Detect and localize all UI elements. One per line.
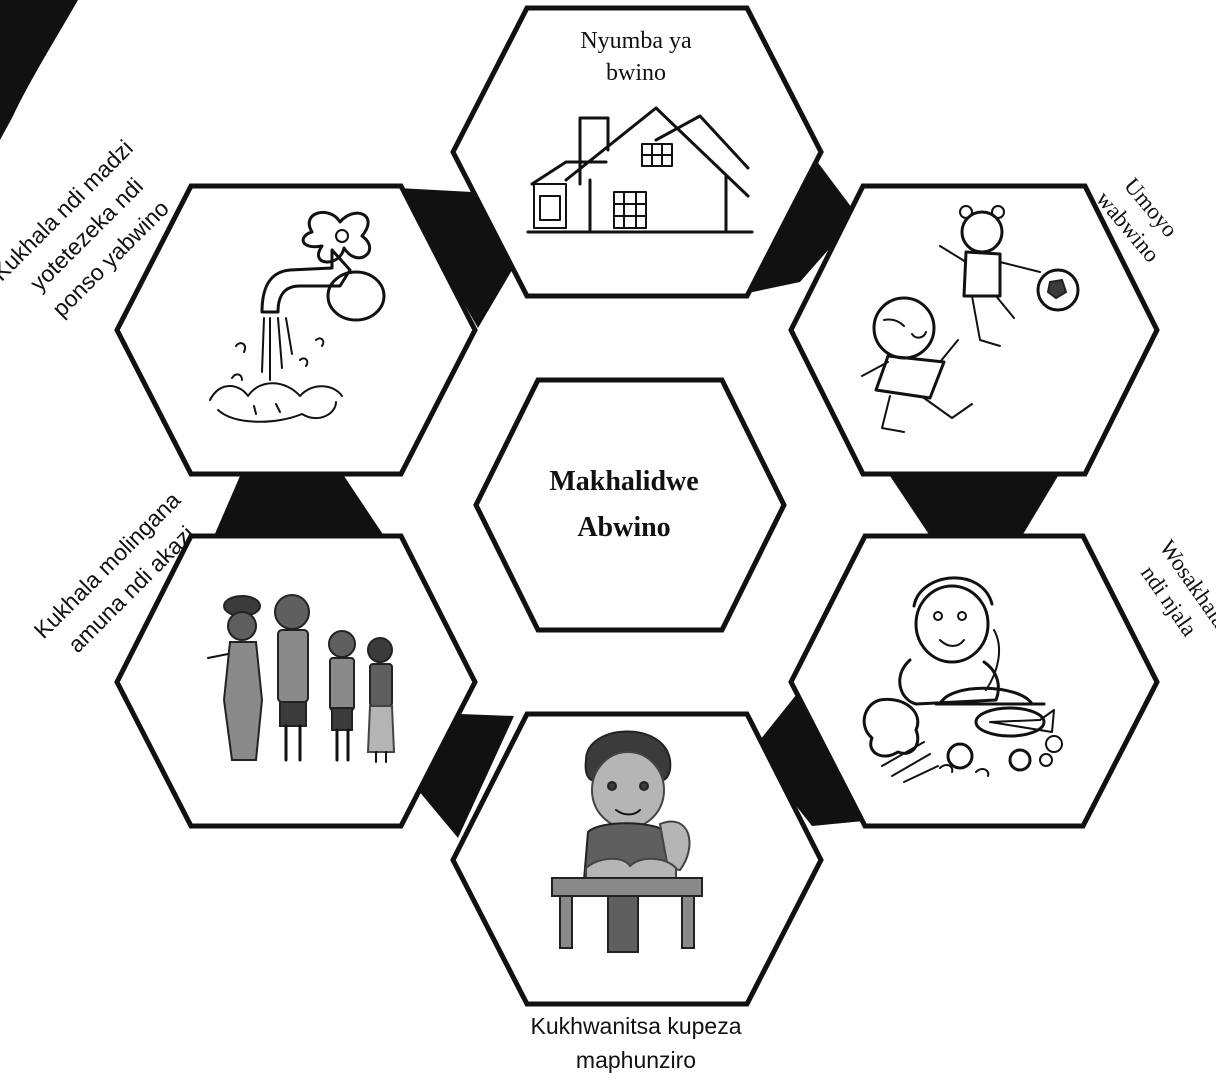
hexagon-house: [450, 5, 824, 299]
connector-food-education: [752, 690, 874, 826]
center-hexagon: [473, 377, 787, 633]
hexagon-water: [114, 183, 478, 477]
family-icon: [207, 594, 396, 763]
connector-water-equality: [214, 476, 384, 536]
house-icon: [526, 106, 754, 234]
girl-with-food-icon: [862, 576, 1063, 783]
education-label-line2: maphunziro: [576, 1047, 696, 1073]
center-title-line2: Abwino: [577, 512, 670, 543]
house-label-line2: bwino: [606, 60, 666, 86]
hexagon-food: [788, 533, 1160, 829]
decorative-swoosh: [0, 0, 78, 140]
hexagon-health: [788, 183, 1160, 477]
education-label-line1: Kukhwanitsa kupeza: [531, 1013, 742, 1039]
house-label-line1: Nyumba ya: [580, 28, 692, 54]
center-title-line1: Makhalidwe: [549, 466, 698, 497]
water-tap-icon: [209, 211, 386, 423]
children-playing-icon: [861, 205, 1080, 433]
boy-reading-icon: [551, 730, 703, 953]
connector-health-food: [890, 476, 1058, 536]
connector-equality-education: [418, 714, 514, 838]
